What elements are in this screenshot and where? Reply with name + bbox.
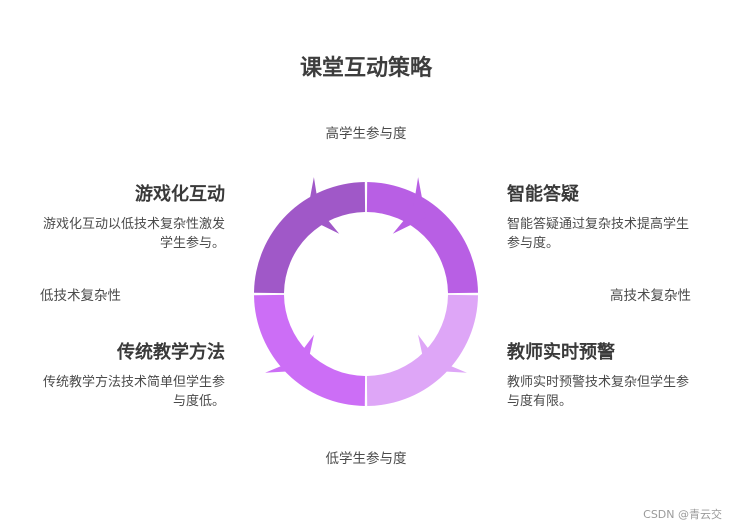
bottom-left-segment (254, 294, 366, 406)
top-left-arrow-icon (306, 177, 340, 234)
top-left-segment (254, 182, 366, 294)
axis-label-right: 高技术复杂性 (610, 288, 691, 304)
axis-label-top: 高学生参与度 (325, 126, 407, 142)
quadrant-bottom-left: 传统教学方法 传统教学方法技术简单但学生参与度低。 (35, 338, 225, 411)
bottom-right-arrow-icon (418, 334, 467, 373)
quadrant-bottom-right: 教师实时预警 教师实时预警技术复杂但学生参与度有限。 (507, 338, 697, 411)
quadrant-top-left: 游戏化互动 游戏化互动以低技术复杂性激发学生参与。 (35, 180, 225, 253)
axis-label-left: 低技术复杂性 (40, 288, 121, 304)
quadrant-description: 教师实时预警技术复杂但学生参与度有限。 (507, 375, 690, 409)
top-right-segment (366, 182, 478, 294)
bottom-left-arrow-icon (265, 334, 314, 373)
diagram-title: 课堂互动策略 (299, 56, 432, 81)
top-right-arrow-icon (392, 177, 426, 234)
quadrant-description: 传统教学方法技术简单但学生参与度低。 (42, 375, 225, 409)
axis-label-bottom: 低学生参与度 (325, 451, 407, 467)
quadrant-description: 智能答疑通过复杂技术提高学生参与度。 (507, 217, 690, 251)
quadrant-title: 游戏化互动 (135, 184, 225, 205)
watermark: CSDN @青云交 (643, 508, 722, 521)
quadrant-top-right: 智能答疑 智能答疑通过复杂技术提高学生参与度。 (507, 180, 697, 253)
quadrant-description: 游戏化互动以低技术复杂性激发学生参与。 (42, 217, 225, 251)
quadrant-title: 智能答疑 (507, 184, 579, 205)
bottom-right-segment (366, 294, 478, 406)
quadrant-title: 教师实时预警 (507, 342, 615, 363)
quadrant-title: 传统教学方法 (117, 342, 225, 363)
